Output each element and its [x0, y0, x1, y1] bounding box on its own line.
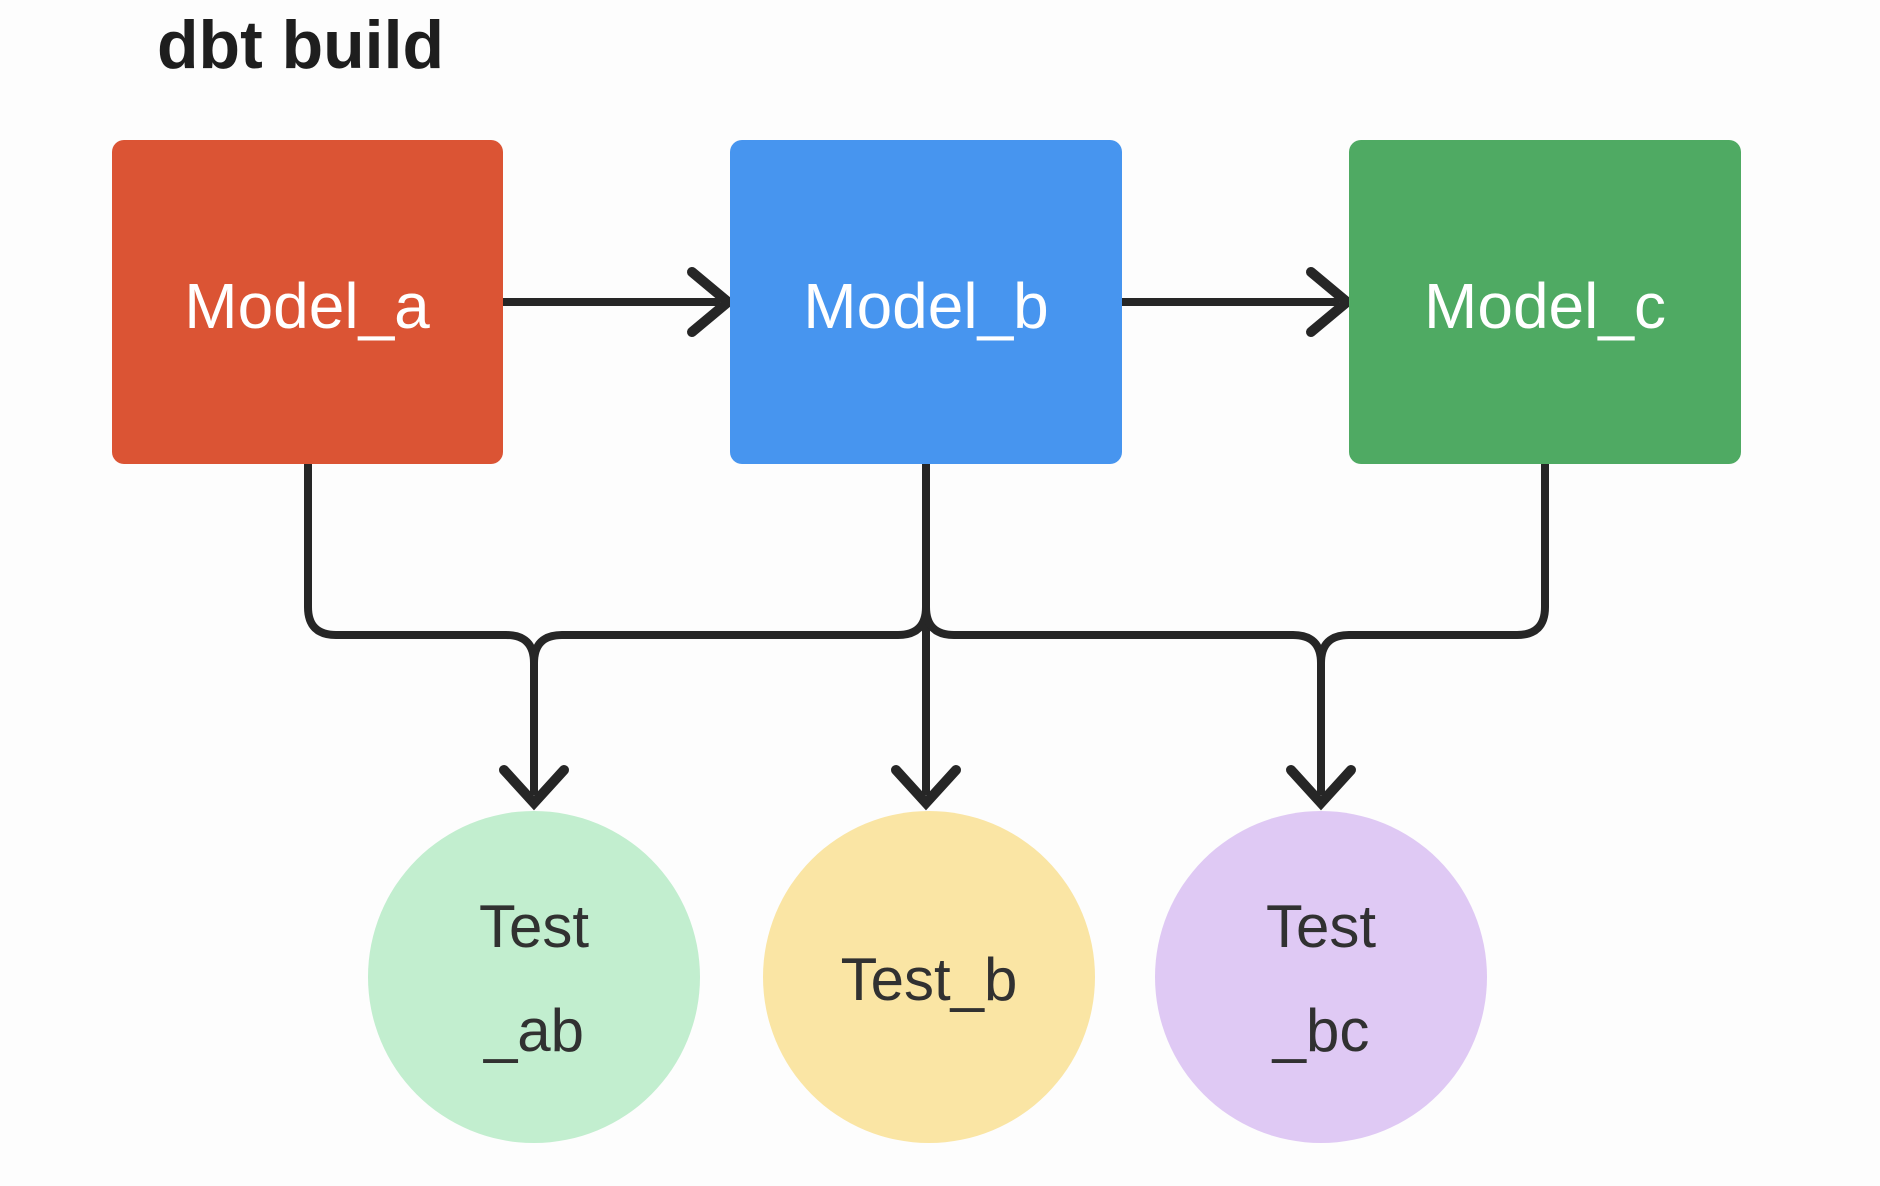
edge-model-b-to-model-c	[1122, 267, 1355, 337]
arrowhead-down-icon	[499, 765, 569, 811]
edge-model-c-to-test-bc	[1317, 464, 1549, 795]
diagram-title: dbt build	[157, 7, 444, 83]
node-model-b: Model_b	[730, 140, 1122, 464]
test-ab-label-line2: _ab	[483, 997, 584, 1064]
node-model-c: Model_c	[1349, 140, 1741, 464]
model-c-box	[1349, 140, 1741, 464]
node-test-bc: Test _bc	[1155, 811, 1487, 1143]
arrowhead-right-icon	[1306, 267, 1355, 337]
edge-model-b-to-test-bc	[922, 464, 1325, 795]
test-b-circle	[763, 811, 1095, 1143]
test-bc-label-line1: Test	[1266, 893, 1376, 960]
node-test-b: Test_b	[763, 811, 1095, 1143]
model-b-box	[730, 140, 1122, 464]
node-model-a: Model_a	[112, 140, 503, 464]
test-bc-label-line2: _bc	[1272, 997, 1370, 1064]
edge-model-a-to-test-ab	[304, 464, 538, 795]
model-a-box	[112, 140, 503, 464]
arrowhead-down-icon	[1286, 765, 1356, 811]
model-b-label: Model_b	[803, 270, 1049, 342]
edge-model-a-to-model-b	[503, 267, 736, 337]
node-test-ab: Test _ab	[368, 811, 700, 1143]
arrowhead-down-icon	[891, 765, 961, 811]
test-ab-circle	[368, 811, 700, 1143]
test-b-label: Test_b	[841, 946, 1018, 1013]
model-c-label: Model_c	[1424, 270, 1666, 342]
test-bc-circle	[1155, 811, 1487, 1143]
test-ab-label-line1: Test	[479, 893, 589, 960]
edge-model-b-to-test-ab	[530, 464, 930, 795]
arrowhead-right-icon	[687, 267, 736, 337]
model-a-label: Model_a	[184, 270, 430, 342]
